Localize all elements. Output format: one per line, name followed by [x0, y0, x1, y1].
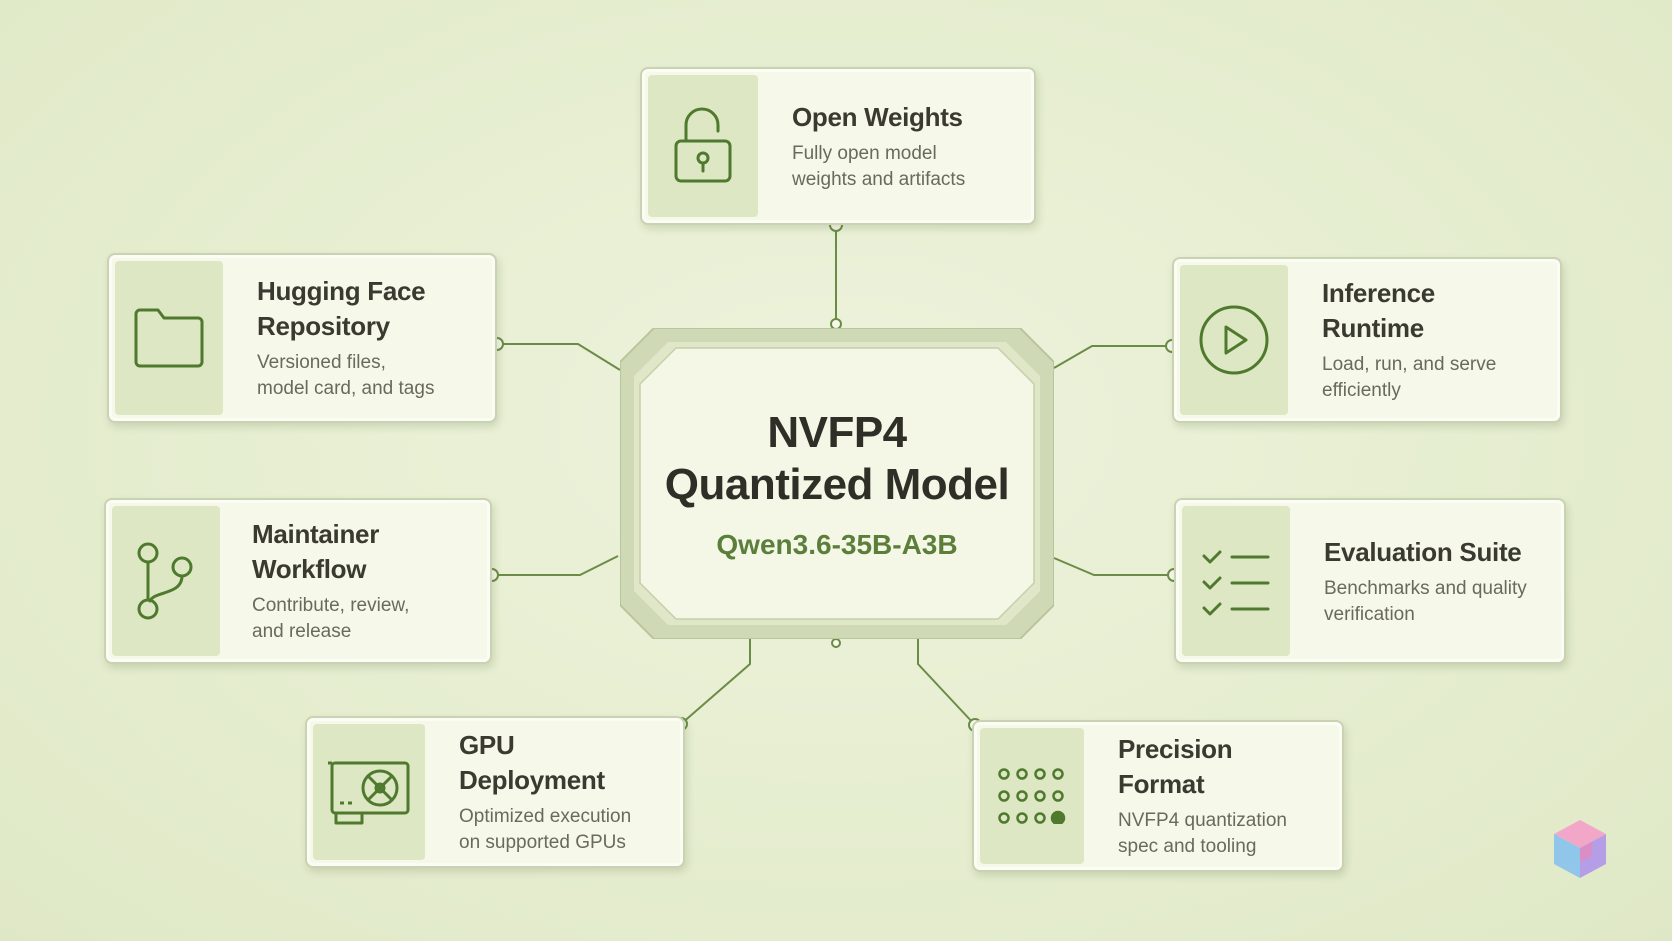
connector-evaluation [1053, 557, 1174, 576]
icon-panel [115, 261, 223, 415]
dot-grid-icon [998, 768, 1066, 824]
center-node: NVFP4 Quantized Model Qwen3.6-35B-A3B [620, 328, 1054, 639]
cube-logo-icon [1554, 820, 1606, 878]
card-gpu-deployment[interactable]: GPU Deployment Optimized execution on su… [305, 716, 685, 868]
card-title: Hugging Face Repository [257, 276, 426, 341]
git-branch-icon [137, 542, 193, 620]
card-title: Precision Format [1118, 734, 1233, 799]
checklist-icon [1202, 550, 1270, 616]
connector-inference [1053, 345, 1172, 369]
connector-hugging-face [497, 343, 621, 371]
center-octagon-shape [620, 328, 1054, 639]
card-description: NVFP4 quantization spec and tooling [1118, 810, 1287, 857]
card-description: Optimized execution on supported GPUs [459, 806, 632, 853]
card-title: Inference Runtime [1322, 278, 1435, 343]
card-maintainer-workflow[interactable]: Maintainer Workflow Contribute, review, … [104, 498, 492, 664]
icon-panel [313, 724, 425, 860]
center-subtitle: Qwen3.6-35B-A3B [716, 528, 958, 560]
connector-gpu [680, 639, 751, 725]
gpu-card-icon [328, 761, 410, 825]
card-title: Maintainer Workflow [252, 519, 380, 584]
card-description: Contribute, review, and release [252, 595, 410, 642]
card-hugging-face-repository[interactable]: Hugging Face Repository Versioned files,… [107, 253, 497, 423]
card-open-weights[interactable]: Open Weights Fully open model weights an… [640, 67, 1036, 225]
icon-panel [112, 506, 220, 656]
card-description: Load, run, and serve efficiently [1322, 354, 1497, 401]
folder-icon [134, 308, 204, 368]
connector-maintainer [492, 555, 619, 576]
center-title: NVFP4 Quantized Model [664, 407, 1010, 509]
icon-panel [980, 728, 1084, 864]
card-description: Benchmarks and quality verification [1324, 577, 1527, 625]
icon-panel [1180, 265, 1288, 415]
unlocked-padlock-icon [674, 107, 732, 183]
icon-panel [648, 75, 758, 217]
card-title: GPU Deployment [459, 730, 605, 795]
card-evaluation-suite[interactable]: Evaluation Suite Benchmarks and quality … [1174, 498, 1566, 664]
card-inference-runtime[interactable]: Inference Runtime Load, run, and serve e… [1172, 257, 1562, 423]
card-precision-format[interactable]: Precision Format NVFP4 quantization spec… [972, 720, 1344, 872]
icon-panel [1182, 506, 1290, 656]
card-description: Versioned files, model card, and tags [257, 352, 435, 399]
connector-precision [917, 639, 976, 726]
card-title: Open Weights [792, 101, 963, 132]
card-description: Fully open model weights and artifacts [792, 142, 966, 190]
card-title: Evaluation Suite [1324, 536, 1522, 567]
play-circle-icon [1199, 305, 1269, 375]
